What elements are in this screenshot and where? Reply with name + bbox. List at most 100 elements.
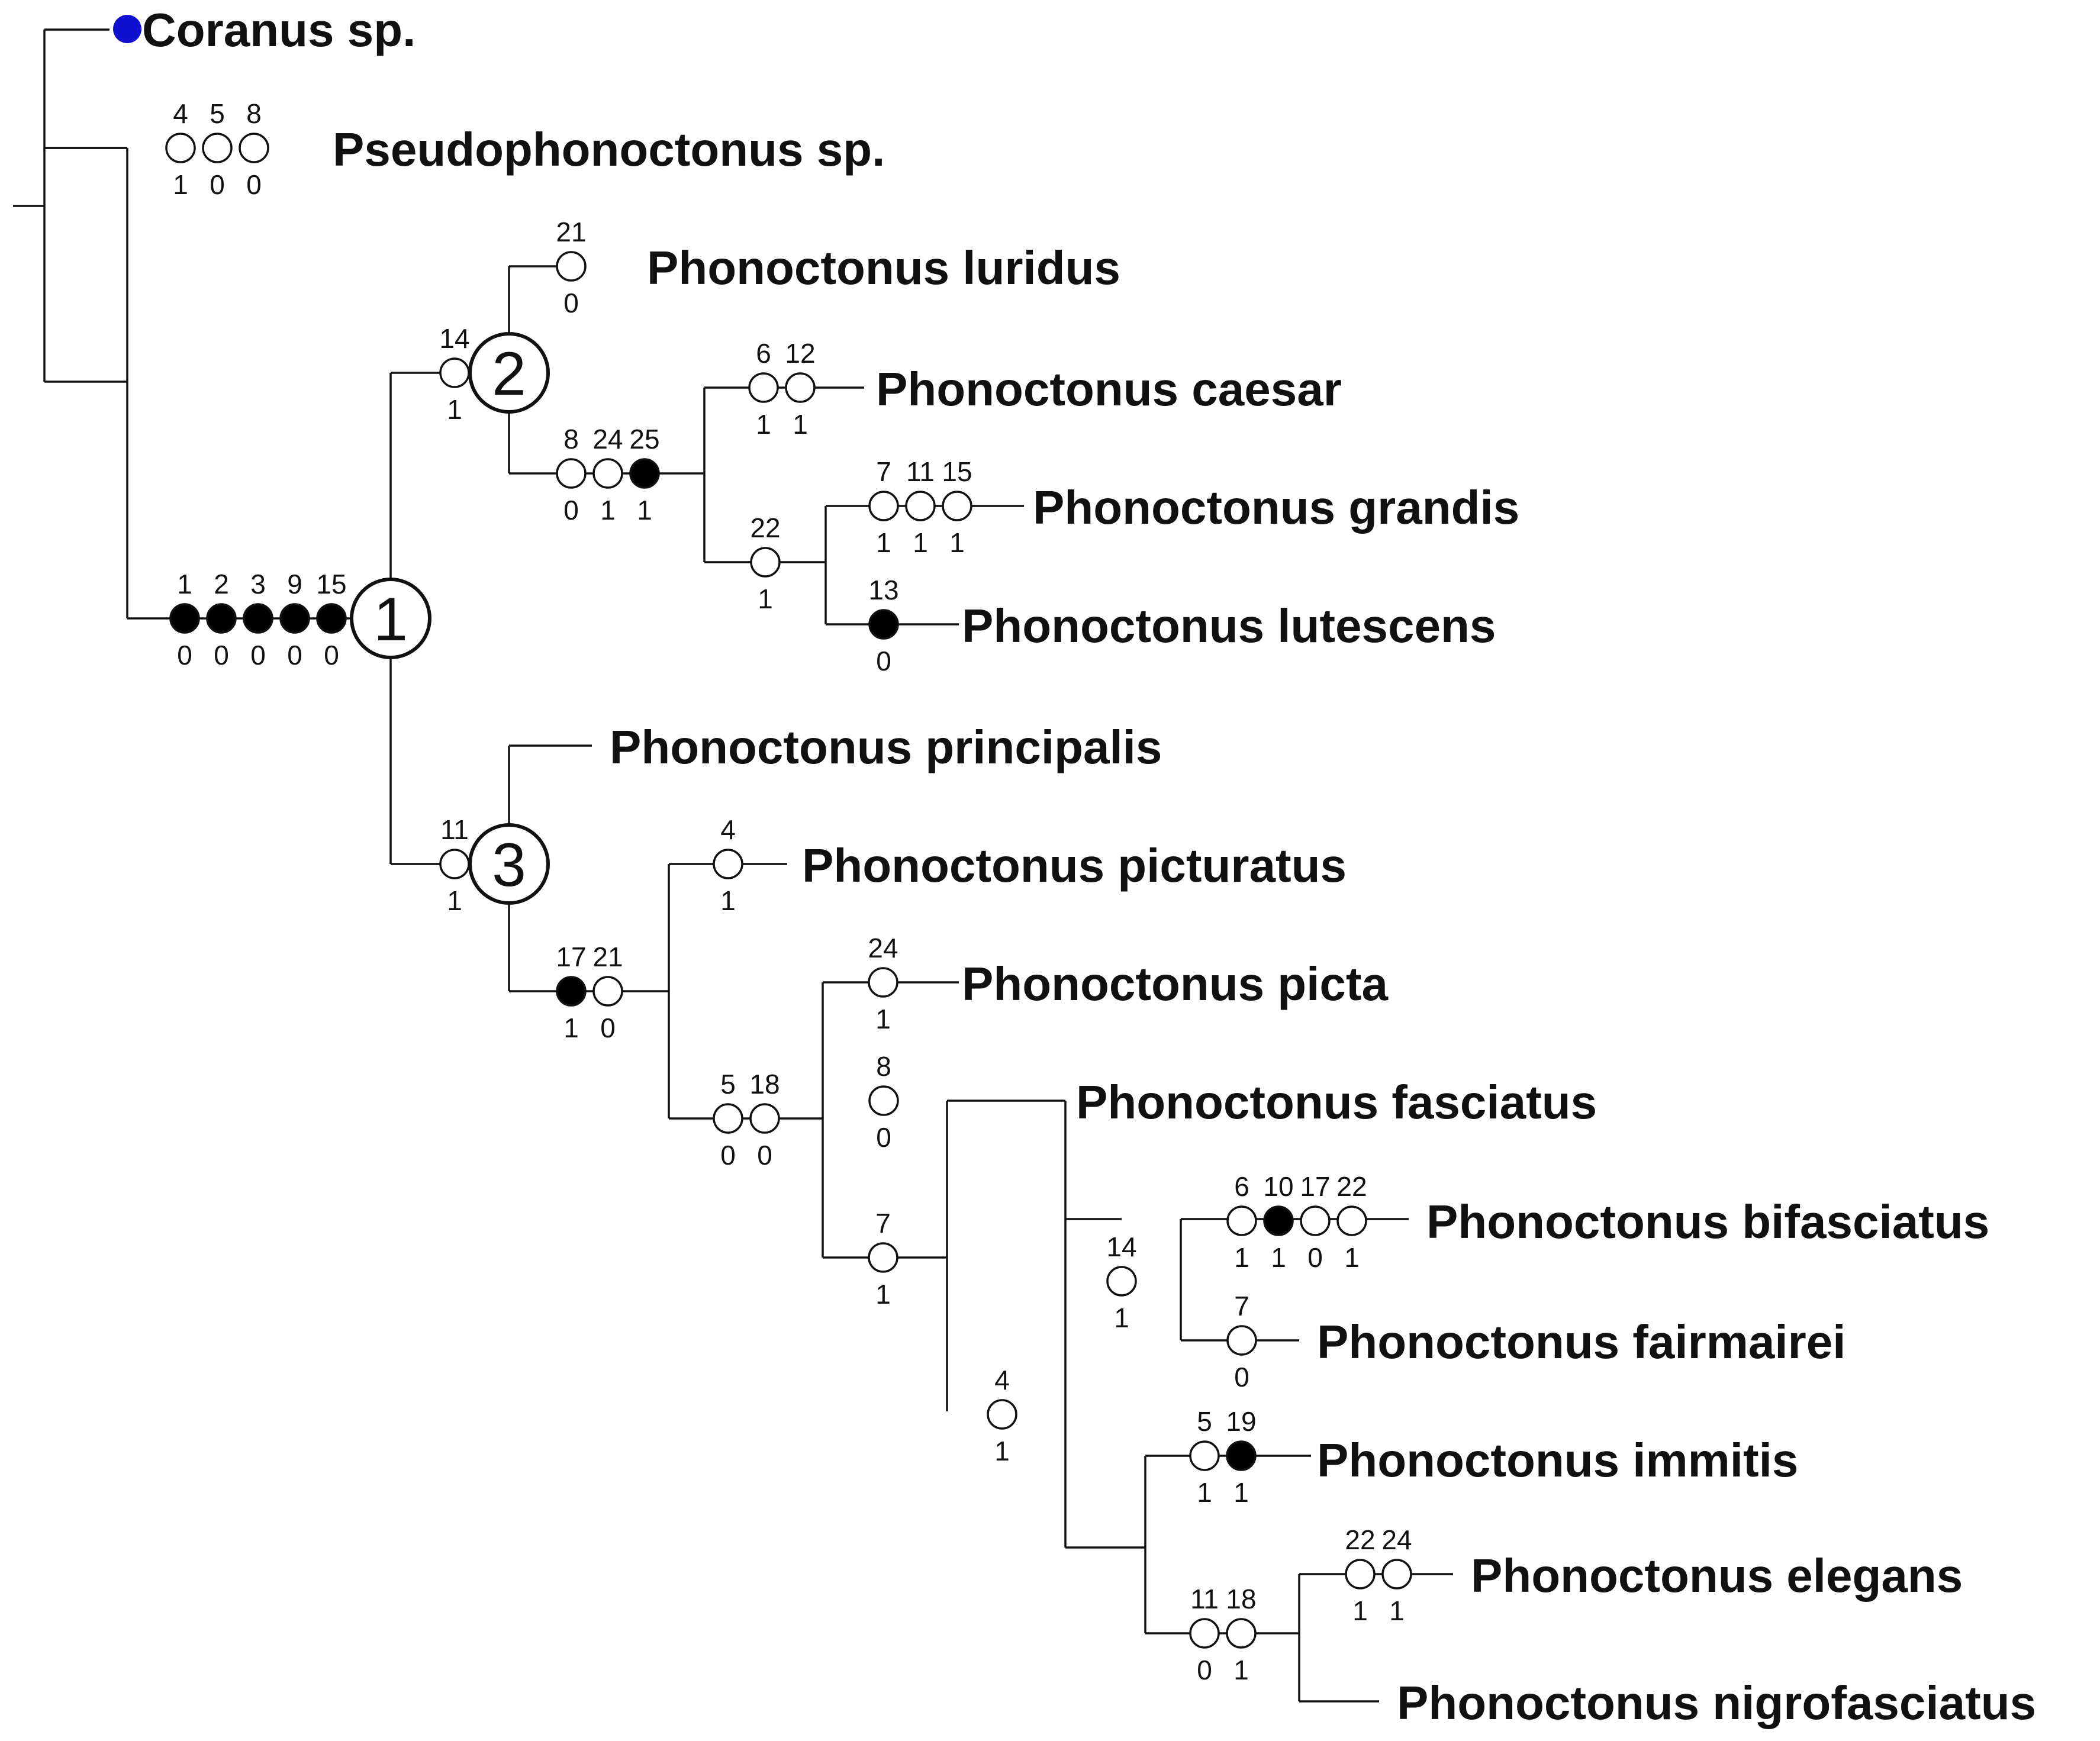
character-number: 1 bbox=[177, 569, 192, 599]
taxon-label: Phonoctonus picturatus bbox=[802, 839, 1347, 892]
character-number: 21 bbox=[592, 942, 623, 972]
character-number: 11 bbox=[440, 814, 469, 845]
character-state-mark bbox=[165, 133, 196, 163]
character-state: 0 bbox=[757, 1140, 772, 1171]
character-number: 5 bbox=[1197, 1406, 1212, 1437]
character-number: 24 bbox=[868, 933, 898, 963]
character-state-mark bbox=[206, 603, 237, 634]
character-state: 0 bbox=[210, 169, 225, 200]
character-number: 11 bbox=[1190, 1584, 1219, 1614]
character-number: 18 bbox=[1226, 1584, 1256, 1614]
character-state: 1 bbox=[876, 527, 891, 558]
character-state-mark bbox=[629, 458, 660, 489]
character-number: 15 bbox=[942, 456, 972, 487]
character-number: 24 bbox=[1381, 1524, 1412, 1555]
character-number: 24 bbox=[592, 424, 623, 454]
character-number: 5 bbox=[210, 98, 225, 129]
character-state: 0 bbox=[177, 640, 192, 670]
character-state-mark bbox=[1345, 1559, 1376, 1590]
character-state-mark bbox=[202, 133, 233, 163]
character-number: 7 bbox=[875, 1208, 891, 1239]
taxon-label: Phonoctonus grandis bbox=[1033, 481, 1519, 534]
character-number: 7 bbox=[1234, 1291, 1249, 1321]
character-state-mark bbox=[239, 133, 269, 163]
character-number: 9 bbox=[287, 569, 302, 599]
character-state: 1 bbox=[758, 583, 773, 614]
taxon-label: Phonoctonus elegans bbox=[1471, 1549, 1963, 1602]
character-state: 1 bbox=[637, 495, 652, 525]
character-state: 0 bbox=[324, 640, 339, 670]
character-number: 4 bbox=[173, 98, 188, 129]
character-state-mark bbox=[749, 1103, 780, 1134]
character-state: 1 bbox=[173, 169, 188, 200]
character-number: 14 bbox=[1106, 1231, 1136, 1262]
clade-node-2 bbox=[468, 332, 550, 414]
character-state-mark bbox=[942, 491, 972, 521]
taxon-label: Phonoctonus luridus bbox=[647, 241, 1120, 294]
taxon-label: Phonoctonus nigrofasciatus bbox=[1397, 1676, 2036, 1729]
character-state-mark bbox=[556, 251, 587, 282]
character-number: 8 bbox=[876, 1051, 891, 1082]
character-number: 8 bbox=[563, 424, 579, 454]
character-state: 0 bbox=[563, 495, 579, 525]
character-state: 1 bbox=[913, 527, 928, 558]
taxon-label: Phonoctonus immitis bbox=[1317, 1434, 1798, 1487]
taxon-label: Phonoctonus bifasciatus bbox=[1426, 1195, 1989, 1248]
character-state-mark bbox=[868, 491, 899, 521]
character-state-mark bbox=[750, 547, 781, 578]
taxon-label: Phonoctonus picta bbox=[962, 957, 1389, 1010]
character-number: 17 bbox=[556, 942, 586, 972]
character-number: 7 bbox=[876, 456, 891, 487]
character-state-mark bbox=[868, 1085, 899, 1116]
character-state-mark bbox=[1106, 1266, 1137, 1297]
clade-node-number: 3 bbox=[492, 831, 526, 899]
character-state: 0 bbox=[876, 646, 891, 676]
character-state: 1 bbox=[1271, 1242, 1286, 1273]
taxon-label: Phonoctonus fasciatus bbox=[1076, 1076, 1597, 1129]
taxon-labels: Coranus sp.Pseudophonoctonus sp.Phonocto… bbox=[113, 4, 2036, 1729]
character-state-mark bbox=[1300, 1205, 1331, 1236]
character-state: 0 bbox=[287, 640, 302, 670]
taxon-label: Phonoctonus caesar bbox=[876, 363, 1342, 415]
character-state-mark bbox=[1381, 1559, 1412, 1590]
character-number: 8 bbox=[246, 98, 262, 129]
character-state: 1 bbox=[720, 885, 736, 916]
character-state: 1 bbox=[563, 1013, 579, 1043]
character-number: 22 bbox=[1345, 1524, 1375, 1555]
character-state: 1 bbox=[600, 495, 616, 525]
character-state-mark bbox=[1263, 1205, 1294, 1236]
character-state: 1 bbox=[1234, 1242, 1249, 1273]
character-number: 25 bbox=[629, 424, 659, 454]
character-number: 6 bbox=[1234, 1171, 1249, 1202]
character-number: 15 bbox=[316, 569, 346, 599]
character-state: 0 bbox=[1307, 1242, 1323, 1273]
character-state: 1 bbox=[1352, 1595, 1368, 1626]
character-state: 1 bbox=[1114, 1302, 1129, 1333]
character-state: 1 bbox=[447, 885, 462, 916]
character-state-mark bbox=[1226, 1440, 1257, 1471]
character-state: 0 bbox=[876, 1122, 891, 1153]
clade-node-3 bbox=[468, 823, 550, 905]
character-state: 1 bbox=[756, 409, 771, 440]
character-state-mark bbox=[592, 976, 623, 1007]
character-state: 1 bbox=[1233, 1655, 1249, 1685]
character-state-mark bbox=[1336, 1205, 1367, 1236]
character-state-mark bbox=[243, 603, 273, 634]
character-state: 1 bbox=[994, 1436, 1010, 1466]
character-state-mark bbox=[439, 357, 470, 388]
character-state: 0 bbox=[600, 1013, 616, 1043]
taxon-label: Phonoctonus fairmairei bbox=[1317, 1316, 1845, 1368]
character-marks: 4150801020309015014121080241251611212217… bbox=[165, 98, 1412, 1685]
character-number: 14 bbox=[439, 323, 469, 354]
character-state: 1 bbox=[1233, 1477, 1249, 1508]
character-state: 0 bbox=[246, 169, 262, 200]
character-state-mark bbox=[785, 372, 816, 403]
character-state-mark bbox=[1226, 1205, 1257, 1236]
character-state: 0 bbox=[1197, 1655, 1212, 1685]
character-state-mark bbox=[748, 372, 779, 403]
character-state: 0 bbox=[720, 1140, 736, 1171]
character-state-mark bbox=[279, 603, 310, 634]
character-state: 1 bbox=[949, 527, 965, 558]
character-number: 22 bbox=[1336, 1171, 1367, 1202]
